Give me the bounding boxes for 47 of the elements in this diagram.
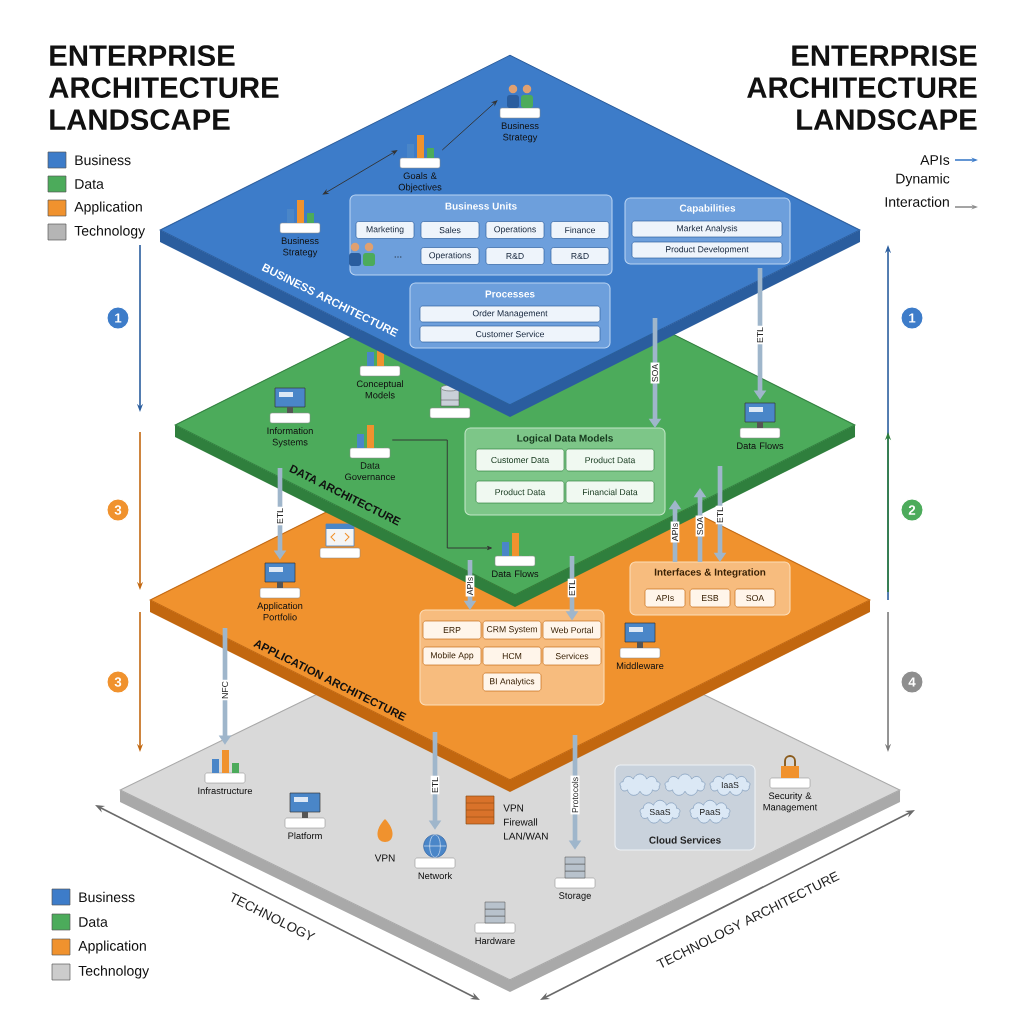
edge-label: SOA (695, 515, 705, 537)
number-badge: 3 (106, 498, 130, 522)
legend-label: Business (75, 154, 131, 166)
card: Marketing (355, 221, 415, 239)
edge-label: ETL (715, 505, 725, 525)
icon-label: Information Systems (267, 427, 313, 448)
card: Operations (420, 247, 480, 265)
legend-label: Business (79, 891, 135, 903)
icon-label: Goals & Objectives (398, 172, 442, 193)
edge-label: ETL (567, 578, 577, 598)
card: Product Development (631, 241, 783, 259)
legend-label: Technology (74, 225, 146, 239)
edge-label: APIs (670, 521, 680, 543)
arrow (391, 439, 492, 551)
card: Financial Data (565, 480, 655, 504)
card: Customer Service (419, 325, 601, 343)
card: R&D (550, 247, 610, 265)
legend-label: Data (75, 179, 104, 189)
card: Market Analysis (631, 220, 783, 238)
arrow (441, 100, 498, 151)
card: Customer Data (475, 448, 565, 472)
card: Product Data (475, 480, 565, 504)
card: Operations (485, 221, 545, 239)
number-badge: 4 (900, 670, 924, 694)
card: Finance (550, 221, 610, 239)
edge-label: ETL (755, 325, 765, 345)
icon-label: Data Flows (737, 442, 784, 450)
number-badge: 1 (106, 306, 130, 330)
icon-label: Business Strategy (501, 122, 539, 143)
arrow (322, 150, 398, 195)
legend-label: Data (79, 917, 108, 927)
legend-label: Dynamic Interaction (885, 173, 950, 207)
card: R&D (485, 247, 545, 265)
icon-label: Data Governance (345, 462, 395, 481)
icon-label: Data Flows (492, 570, 539, 578)
card: Product Data (565, 448, 655, 472)
card: Order Management (419, 305, 601, 323)
edge-label: APIs (465, 575, 475, 597)
legend-label: APIs (920, 155, 950, 165)
number-badge: 2 (900, 498, 924, 522)
number-badge: 1 (900, 306, 924, 330)
edge-label: ETL (275, 506, 285, 526)
legend-label: Application (74, 201, 142, 215)
edge-label: SOA (650, 362, 660, 384)
icon-label: Conceptual Models (356, 380, 403, 399)
card: Sales (420, 221, 480, 239)
ellipsis: ... (394, 256, 402, 258)
